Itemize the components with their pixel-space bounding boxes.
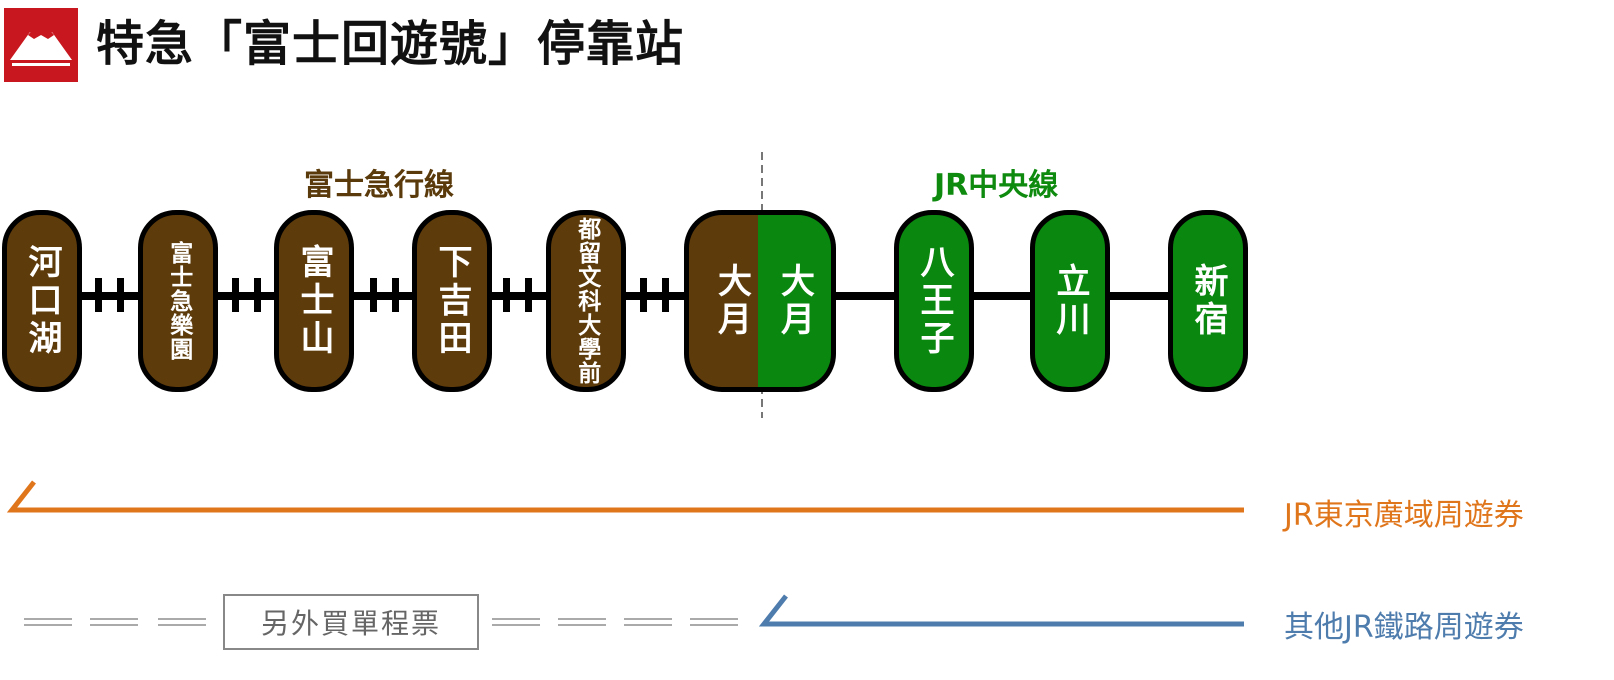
station-name: 都留文科大學前: [573, 217, 600, 385]
station-fujikyu-highland: 富士急樂園: [138, 210, 218, 392]
extra-ticket-dashes: [24, 618, 738, 626]
extra-ticket-label: 另外買單程票: [223, 594, 479, 650]
station-name: 大月: [711, 263, 752, 339]
tokyo-pass-arrow: [6, 480, 1244, 513]
station-name: 富士急樂園: [165, 241, 192, 361]
jr-track: [830, 292, 1175, 300]
jr-chuo-line-label: JR中央線: [934, 168, 1059, 203]
station-hachioji: 八王子: [894, 210, 974, 392]
station-name: 下吉田: [432, 244, 472, 358]
mount-fuji-icon: [4, 8, 78, 82]
station-kawaguchiko: 河口湖: [2, 210, 82, 392]
station-shimoyoshida: 下吉田: [412, 210, 492, 392]
page-title: 特急「富士回遊號」停靠站: [96, 16, 685, 72]
fujikyu-track: [78, 292, 698, 300]
station-name: 八王子: [914, 244, 954, 358]
other-jr-pass-arrow: [758, 594, 1244, 627]
station-name: 大月: [774, 263, 815, 339]
station-name: 河口湖: [22, 244, 62, 358]
jr-tokyo-wide-pass-label: JR東京廣域周遊券: [1284, 498, 1524, 533]
station-shinjuku: 新宿: [1168, 210, 1248, 392]
fujikyu-track-ties: [95, 278, 669, 312]
fujikyu-line-label: 富士急行線: [304, 168, 454, 203]
station-tsuru-bunka-daigakumae: 都留文科大學前: [546, 210, 626, 392]
station-name: 富士山: [294, 244, 334, 358]
station-otsuki-jr: 大月: [758, 210, 836, 392]
station-fujisan: 富士山: [274, 210, 354, 392]
station-name: 立川: [1050, 263, 1090, 339]
other-jr-pass-label: 其他JR鐵路周遊券: [1284, 610, 1524, 645]
station-name: 新宿: [1188, 263, 1228, 339]
station-tachikawa: 立川: [1030, 210, 1110, 392]
